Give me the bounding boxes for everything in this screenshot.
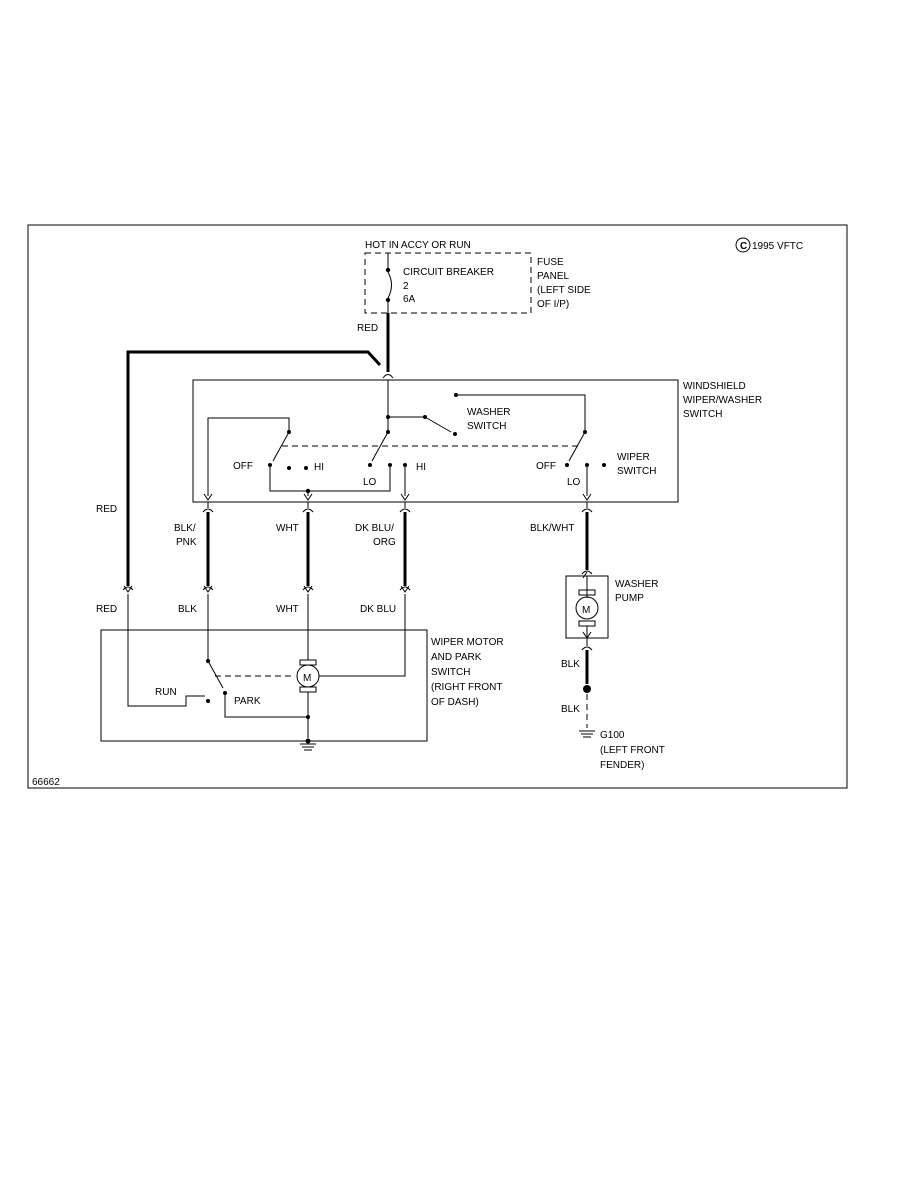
switch-output-arrows bbox=[203, 493, 592, 501]
fuse-panel-line-2: PANEL bbox=[537, 271, 569, 282]
wire-red-lower-label: RED bbox=[96, 604, 117, 615]
wire-dk-blu-org-line-1: DK BLU/ bbox=[355, 523, 394, 534]
wiper-motor-line-3: SWITCH bbox=[431, 667, 470, 678]
breaker-label: CIRCUIT BREAKER bbox=[403, 267, 494, 278]
wire-wht-upper-label: WHT bbox=[276, 523, 299, 534]
wiper-switch-line-1: WIPER bbox=[617, 452, 650, 463]
ground-line-1: G100 bbox=[600, 730, 625, 741]
ground-line-3: FENDER) bbox=[600, 760, 644, 771]
lo-mid-label: LO bbox=[363, 477, 377, 488]
wire-red-upper-label: RED bbox=[96, 504, 117, 515]
hot-label: HOT IN ACCY OR RUN bbox=[365, 240, 471, 251]
g100-ground-icon bbox=[579, 730, 595, 738]
wiper-motor-line-5: OF DASH) bbox=[431, 697, 479, 708]
switch-name-line-2: WIPER/WASHER bbox=[683, 395, 762, 406]
wire-red-top-label: RED bbox=[357, 323, 378, 334]
switch-name-line-1: WINDSHIELD bbox=[683, 381, 746, 392]
wire-dk-blu-org-line-2: ORG bbox=[373, 537, 396, 548]
wire-blk-wht-label: BLK/WHT bbox=[530, 523, 574, 534]
washer-switch-line-1: WASHER bbox=[467, 407, 511, 418]
wiper-motor-symbol: M bbox=[296, 659, 320, 693]
copyright-text: 1995 VFTC bbox=[752, 241, 803, 252]
wiper-motor-line-2: AND PARK bbox=[431, 652, 482, 663]
wire-wht-lower-label: WHT bbox=[276, 604, 299, 615]
fuse-panel-line-4: OF I/P) bbox=[537, 299, 569, 310]
washer-pump-motor-symbol: M bbox=[575, 589, 599, 627]
washer-switch-blade bbox=[424, 416, 452, 433]
mid-pole-blade bbox=[371, 431, 389, 462]
wiper-motor-box bbox=[100, 629, 428, 742]
wire-red-branch bbox=[126, 350, 382, 378]
wiper-switch-line-2: SWITCH bbox=[617, 466, 656, 477]
breaker-number: 2 bbox=[403, 281, 409, 292]
hi-mid-label: HI bbox=[416, 462, 426, 473]
svg-text:C: C bbox=[740, 241, 747, 252]
washer-switch-line-2: SWITCH bbox=[467, 421, 506, 432]
off-right-label: OFF bbox=[536, 461, 556, 472]
diagram-frame bbox=[27, 224, 848, 789]
ground-line-2: (LEFT FRONT bbox=[600, 745, 665, 756]
washer-pump-line-2: PUMP bbox=[615, 593, 644, 604]
wiper-washer-switch-box bbox=[192, 379, 679, 503]
pump-wire-blk-1: BLK bbox=[561, 659, 580, 670]
wire-blk-pnk-line-2: PNK bbox=[176, 537, 197, 548]
fuse-panel-box bbox=[364, 252, 532, 314]
breaker-rating: 6A bbox=[403, 294, 416, 305]
park-label: PARK bbox=[234, 696, 261, 707]
svg-text:M: M bbox=[303, 673, 311, 684]
figure-id: 66662 bbox=[32, 777, 60, 788]
lo-right-label: LO bbox=[567, 477, 581, 488]
lower-connectors bbox=[122, 585, 411, 593]
svg-text:M: M bbox=[582, 605, 590, 616]
park-switch-blade bbox=[207, 660, 224, 689]
wire-dk-blu-lower-label: DK BLU bbox=[360, 604, 396, 615]
hi-left-label: HI bbox=[314, 462, 324, 473]
wiper-motor-line-1: WIPER MOTOR bbox=[431, 637, 504, 648]
wiper-motor-line-4: (RIGHT FRONT bbox=[431, 682, 502, 693]
fuse-panel-line-1: FUSE bbox=[537, 257, 564, 268]
off-left-label: OFF bbox=[233, 461, 253, 472]
pump-wire-blk-2: BLK bbox=[561, 704, 580, 715]
motor-ground-icon bbox=[300, 738, 316, 751]
run-label: RUN bbox=[155, 687, 177, 698]
upper-connectors bbox=[202, 508, 593, 513]
washer-pump-line-1: WASHER bbox=[615, 579, 659, 590]
wire-blk-lower-label: BLK bbox=[178, 604, 197, 615]
fuse-panel-line-3: (LEFT SIDE bbox=[537, 285, 591, 296]
wire-blk-pnk-line-1: BLK/ bbox=[174, 523, 196, 534]
connector-switch-input bbox=[382, 374, 394, 379]
left-pole-blade bbox=[272, 431, 290, 462]
splice-dot bbox=[583, 685, 591, 693]
switch-name-line-3: SWITCH bbox=[683, 409, 722, 420]
copyright-mark: C 1995 VFTC bbox=[735, 237, 803, 253]
circuit-breaker-symbol bbox=[385, 253, 392, 313]
